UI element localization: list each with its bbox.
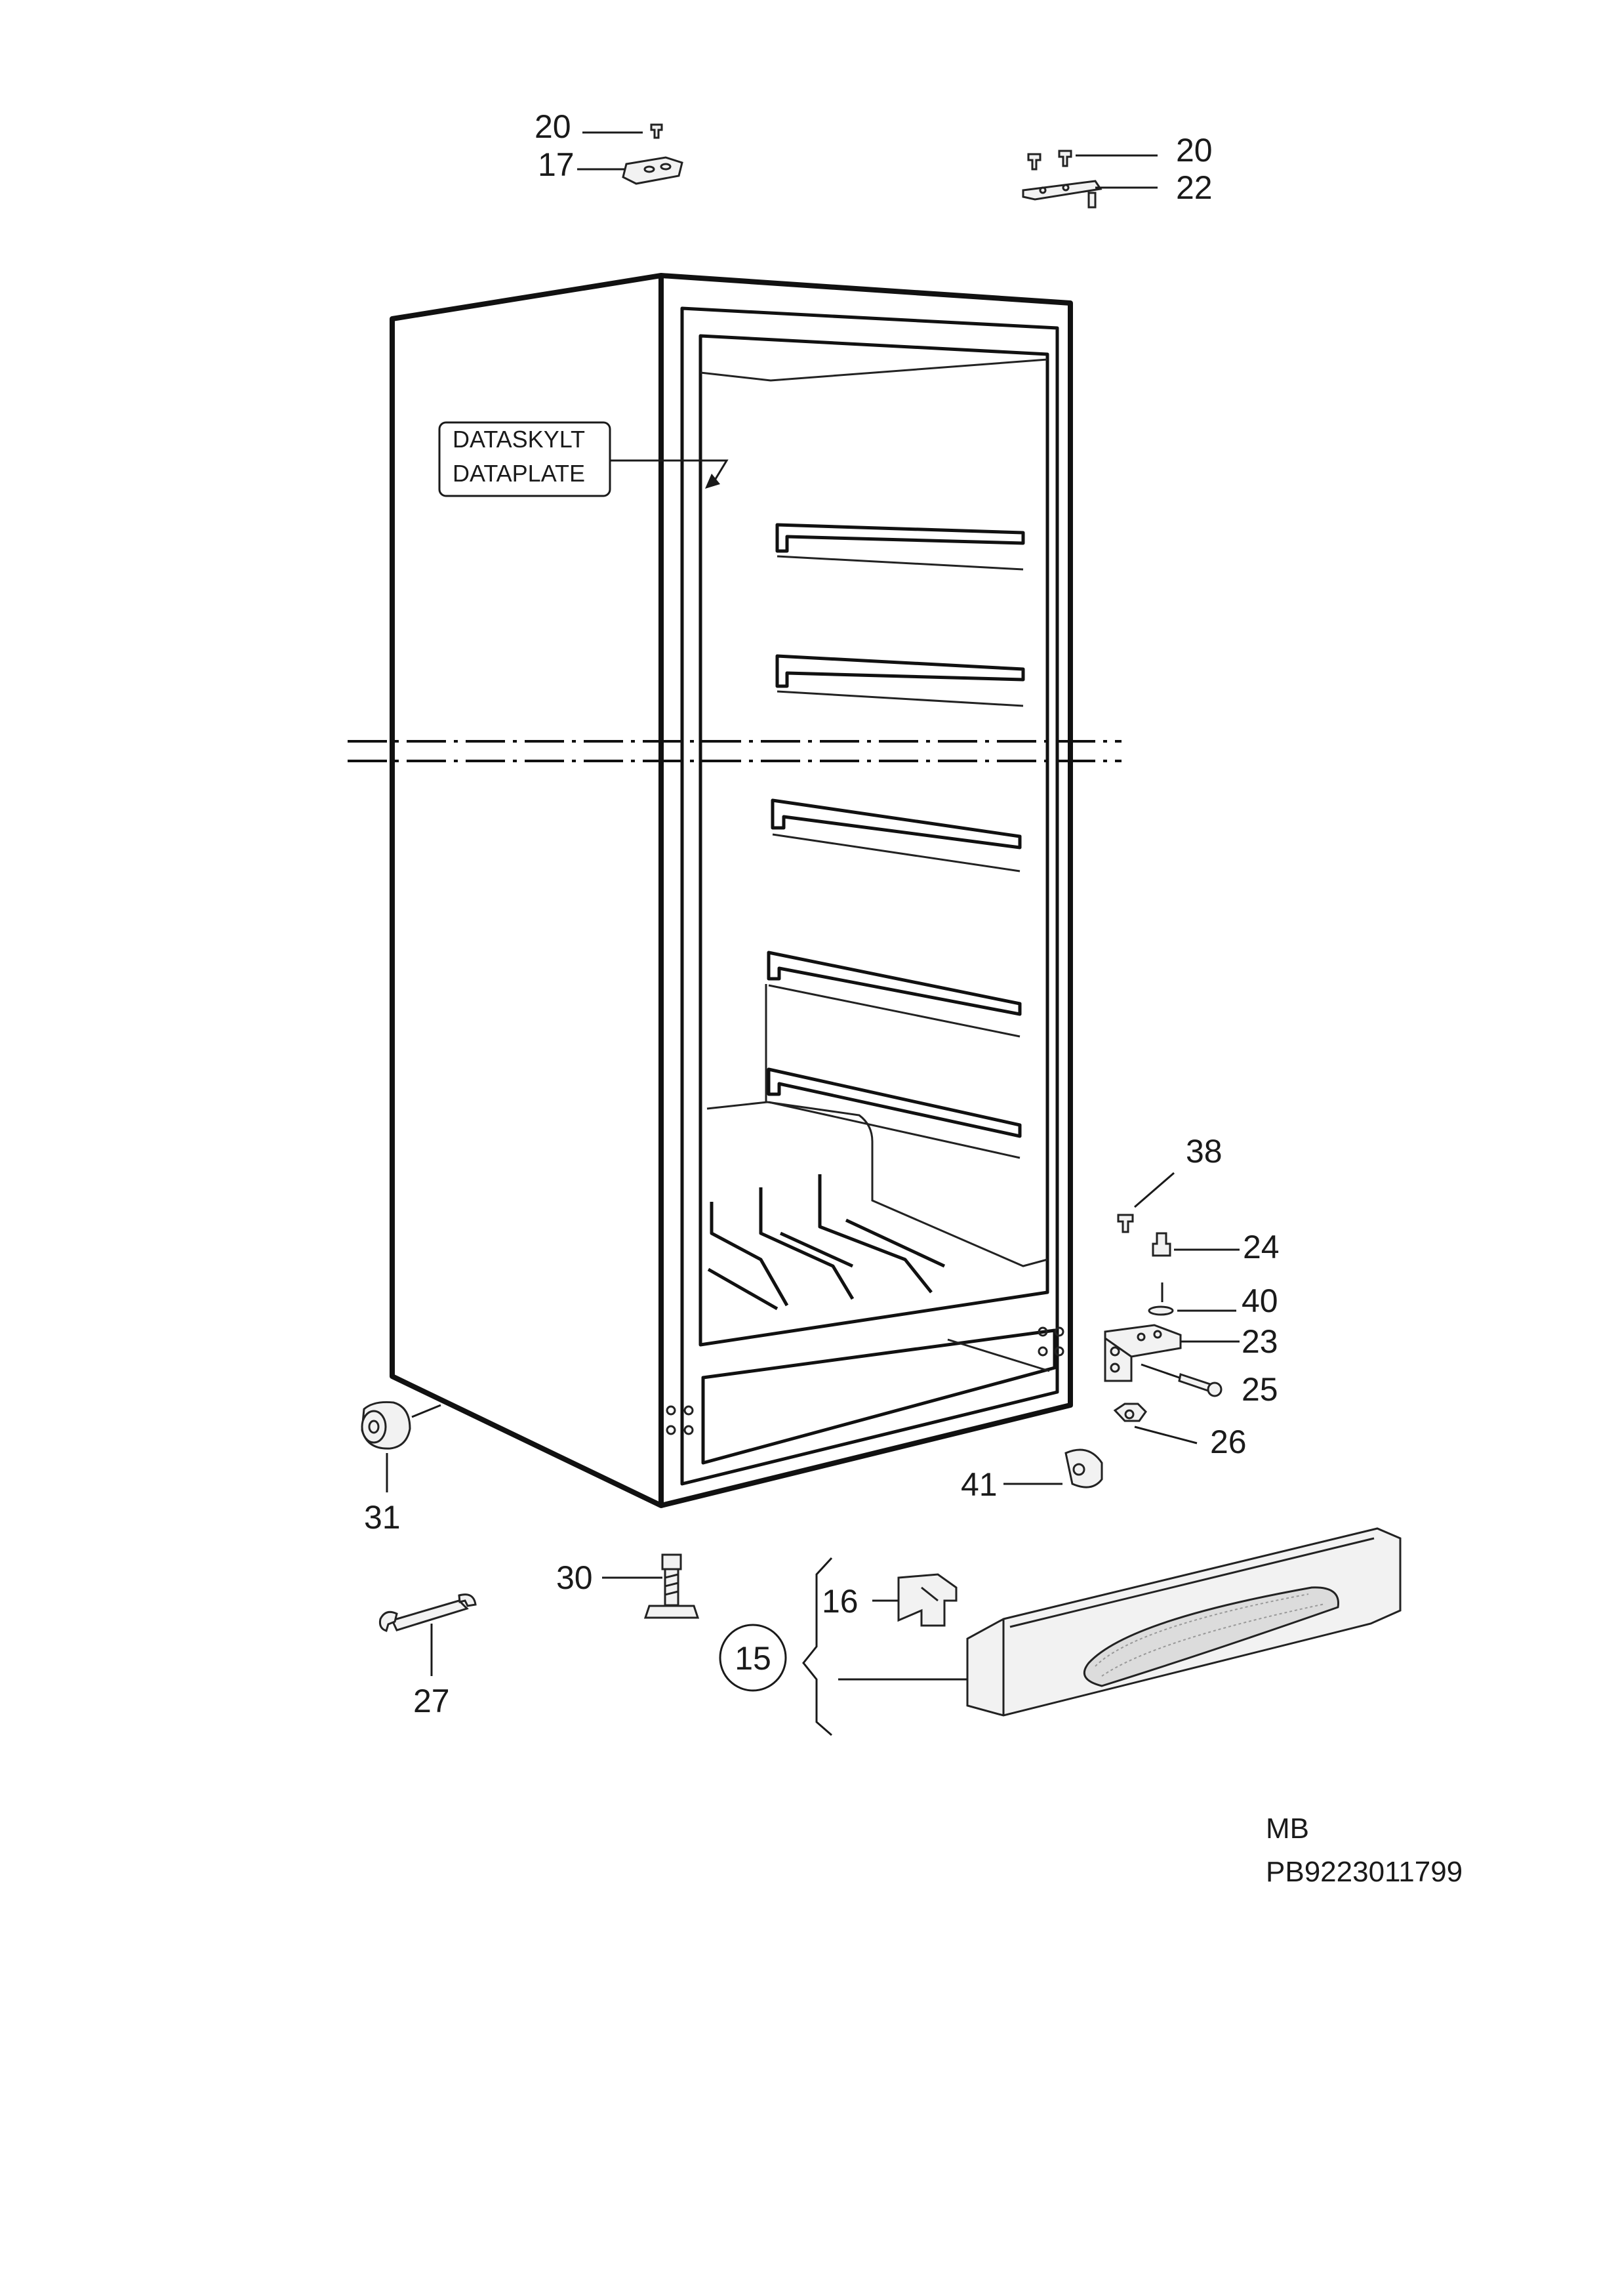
shelf-rail-1 — [775, 523, 1025, 571]
assembly-15-circle — [719, 1624, 787, 1692]
data-plate-box — [438, 421, 611, 497]
top-left-hinge-parts — [577, 123, 683, 185]
screw-20-top-right-b — [1058, 150, 1072, 167]
leader-26 — [1134, 1425, 1198, 1445]
kick-plate-grille-15 — [966, 1527, 1402, 1717]
front-frame-inner — [680, 306, 1059, 1486]
inner-liner — [698, 334, 1049, 1347]
kick-plate-assembly — [719, 1527, 1402, 1736]
screw-20-top-left — [650, 123, 663, 139]
wrench-27 — [378, 1593, 477, 1632]
data-plate-line2: DATAPLATE — [453, 460, 585, 487]
cabinet-front-frame — [660, 273, 1073, 1508]
bolt-25 — [1178, 1373, 1223, 1397]
label-22: 22 — [1176, 169, 1213, 206]
label-25: 25 — [1242, 1371, 1278, 1408]
screw-20-top-right-a — [1027, 153, 1042, 171]
data-plate-arrow-icon — [705, 474, 720, 489]
leader-31-top — [411, 1404, 441, 1418]
label-20-top-right: 20 — [1176, 132, 1213, 169]
clip-16 — [897, 1573, 958, 1627]
assembly-brace — [802, 1557, 833, 1736]
nut-26 — [1113, 1403, 1147, 1422]
label-40: 40 — [1242, 1282, 1278, 1319]
label-31: 31 — [364, 1499, 401, 1536]
label-17: 17 — [538, 146, 575, 183]
data-plate-leader — [610, 459, 729, 486]
hinge-cover-17 — [622, 156, 683, 185]
liner-back-wall — [706, 1101, 1048, 1267]
top-hinge-22 — [1022, 180, 1102, 209]
shelf-rail-4 — [767, 951, 1022, 1038]
data-plate-line1: DATASKYLT — [453, 426, 585, 453]
label-24: 24 — [1243, 1229, 1280, 1265]
label-23: 23 — [1242, 1323, 1278, 1360]
bolt-axis-line — [1141, 1363, 1180, 1379]
shelf-rail-2 — [775, 654, 1025, 707]
crisper-edge — [947, 1338, 1050, 1372]
top-right-hinge-parts — [1022, 150, 1158, 209]
label-20-top-left: 20 — [535, 108, 571, 145]
refrigerator-cabinet — [348, 273, 1122, 1508]
part-labels: 20 17 20 22 38 24 40 23 25 26 41 31 30 1… — [364, 108, 1280, 1719]
shelf-rail-3 — [771, 798, 1022, 872]
bottom-hinge-parts — [1003, 1172, 1240, 1488]
label-30: 30 — [556, 1559, 593, 1596]
foot-31 — [361, 1401, 411, 1450]
label-26: 26 — [1210, 1424, 1247, 1460]
washer-40 — [1148, 1305, 1174, 1316]
leader-38 — [1134, 1172, 1175, 1208]
label-27: 27 — [413, 1683, 450, 1719]
front-screw-holes-left — [666, 1405, 694, 1435]
data-plate-callout: DATASKYLT DATAPLATE — [438, 421, 729, 497]
screw-38 — [1117, 1214, 1134, 1233]
drawing-number: PB9223011799 — [1266, 1856, 1463, 1888]
hinge-bracket-23 — [1104, 1324, 1182, 1382]
crisper-compartment — [701, 1328, 1057, 1465]
liner-ceiling-line — [700, 358, 1048, 382]
ventilation-grille — [1083, 1586, 1339, 1687]
hinge-pin-24 — [1152, 1232, 1171, 1257]
label-41: 41 — [961, 1466, 998, 1503]
drawing-codes: MB PB9223011799 — [1266, 1813, 1463, 1888]
shelf-rail-5 — [767, 1067, 1022, 1159]
front-screw-holes-right — [1038, 1326, 1064, 1357]
adjustable-foot-30 — [643, 1553, 700, 1619]
label-38: 38 — [1186, 1133, 1223, 1170]
break-line — [348, 740, 1122, 762]
bottom-shelf-rods — [707, 1174, 946, 1311]
model-code: MB — [1266, 1813, 1309, 1845]
door-stop-41 — [1064, 1448, 1103, 1488]
label-15: 15 — [735, 1640, 771, 1677]
label-16: 16 — [822, 1583, 859, 1620]
